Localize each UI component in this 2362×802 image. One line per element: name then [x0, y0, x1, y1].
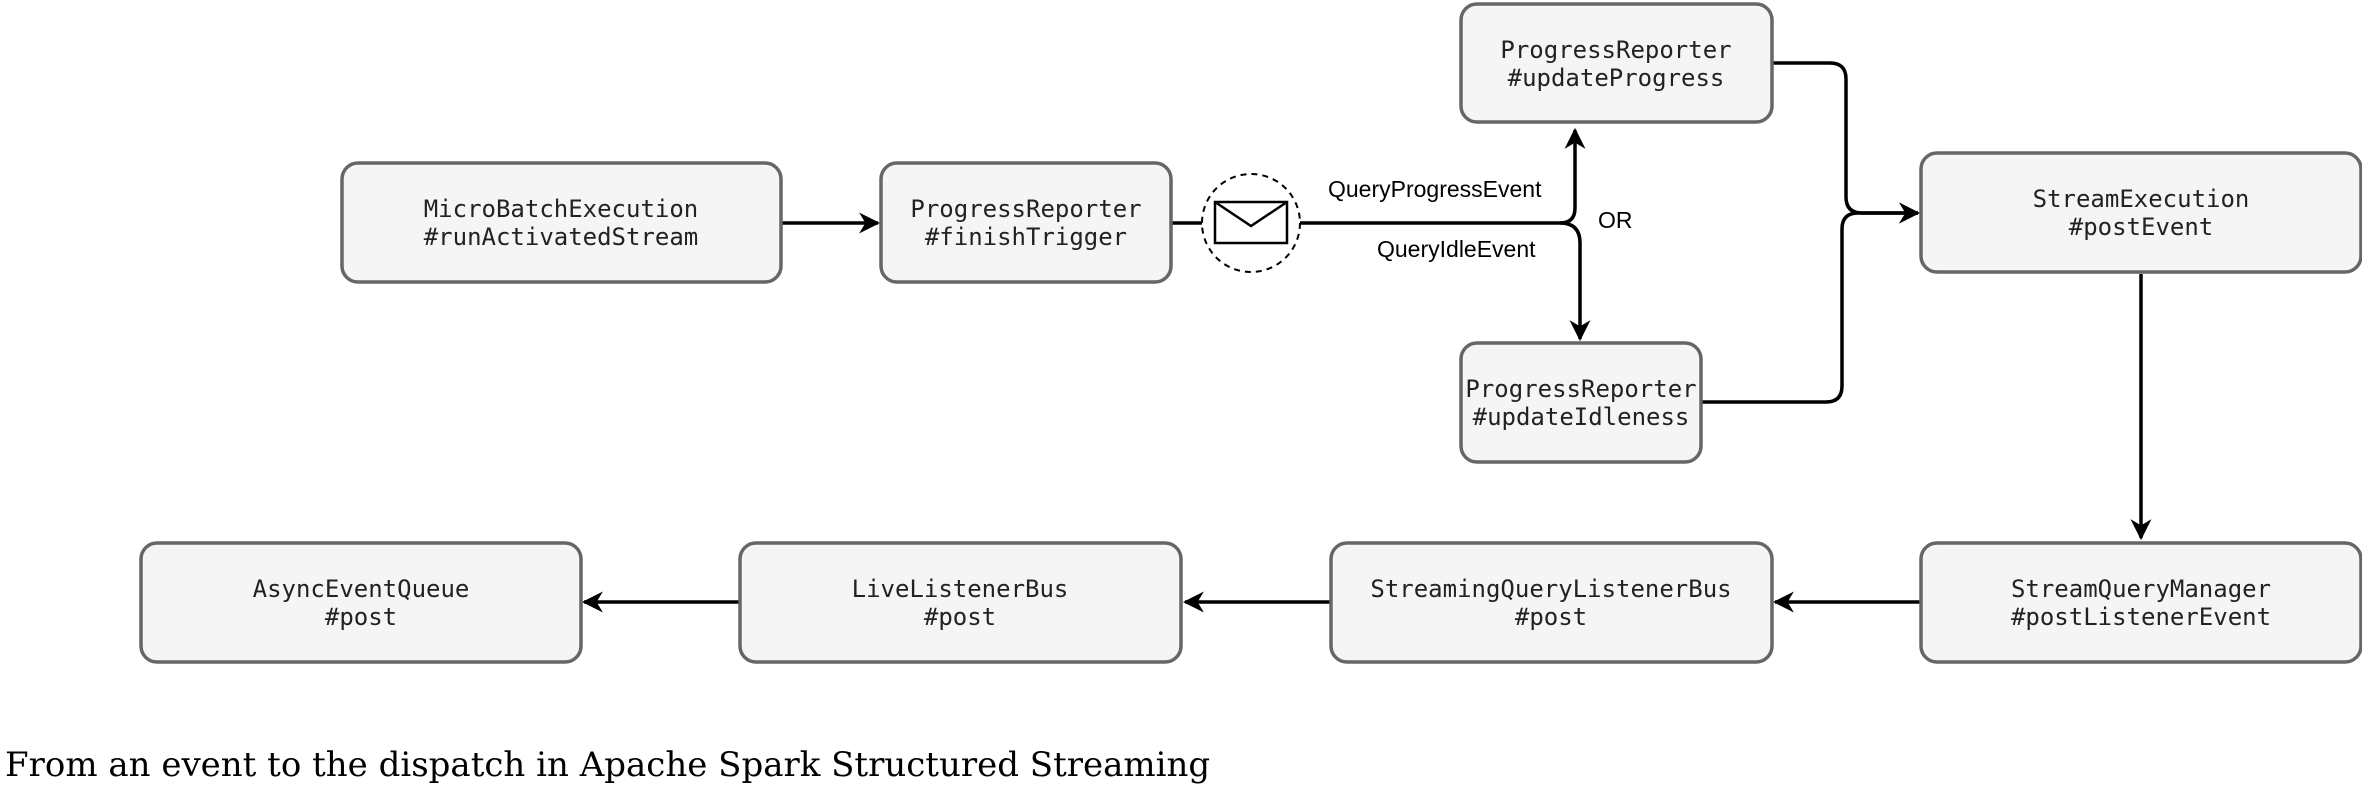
- edge-updateidleness-to-postevent: [1701, 202, 1921, 404]
- node-title: StreamExecution: [2033, 185, 2250, 213]
- node-post-event: StreamExecution #postEvent: [1919, 151, 2362, 274]
- figure-caption: From an event to the dispatch in Apache …: [5, 745, 1211, 785]
- node-method: #finishTrigger: [925, 223, 1127, 251]
- node-method: #post: [325, 603, 397, 631]
- node-title: MicroBatchExecution: [424, 195, 699, 223]
- node-method: #postEvent: [2069, 213, 2214, 241]
- node-finish-trigger: ProgressReporter #finishTrigger: [879, 161, 1173, 284]
- edge-updateprogress-to-postevent: [1772, 61, 1921, 224]
- node-title: ProgressReporter: [1500, 36, 1731, 64]
- node-title: ProgressReporter: [910, 195, 1141, 223]
- node-microbatch-execution: MicroBatchExecution #runActivatedStream: [340, 161, 783, 284]
- node-update-progress: ProgressReporter #updateProgress: [1459, 2, 1774, 124]
- envelope-icon: [1201, 173, 1301, 273]
- edges: [581, 61, 2152, 613]
- query-progress-event-label: QueryProgressEvent: [1328, 176, 1542, 202]
- node-title: StreamQueryManager: [2011, 575, 2271, 603]
- node-method: #post: [924, 603, 996, 631]
- node-title: ProgressReporter: [1465, 375, 1696, 403]
- node-method: #post: [1515, 603, 1587, 631]
- node-stream-query-manager: StreamQueryManager #postListenerEvent: [1919, 541, 2362, 664]
- node-method: #runActivatedStream: [424, 223, 699, 251]
- node-title: StreamingQueryListenerBus: [1370, 575, 1731, 603]
- node-live-listener-bus: LiveListenerBus #post: [738, 541, 1183, 664]
- or-label: OR: [1598, 207, 1633, 233]
- node-title: LiveListenerBus: [852, 575, 1069, 603]
- node-title: AsyncEventQueue: [253, 575, 470, 603]
- node-method: #postListenerEvent: [2011, 603, 2271, 631]
- node-method: #updateProgress: [1508, 64, 1725, 92]
- flow-diagram: QueryProgressEvent OR QueryIdleEvent Mic…: [139, 2, 2362, 664]
- node-update-idleness: ProgressReporter #updateIdleness: [1459, 341, 1703, 464]
- node-async-event-queue: AsyncEventQueue #post: [139, 541, 583, 664]
- node-method: #updateIdleness: [1473, 403, 1690, 431]
- node-streaming-query-listener-bus: StreamingQueryListenerBus #post: [1329, 541, 1774, 664]
- edge-message-to-updateidleness: [1559, 221, 1591, 342]
- query-idle-event-label: QueryIdleEvent: [1377, 236, 1536, 262]
